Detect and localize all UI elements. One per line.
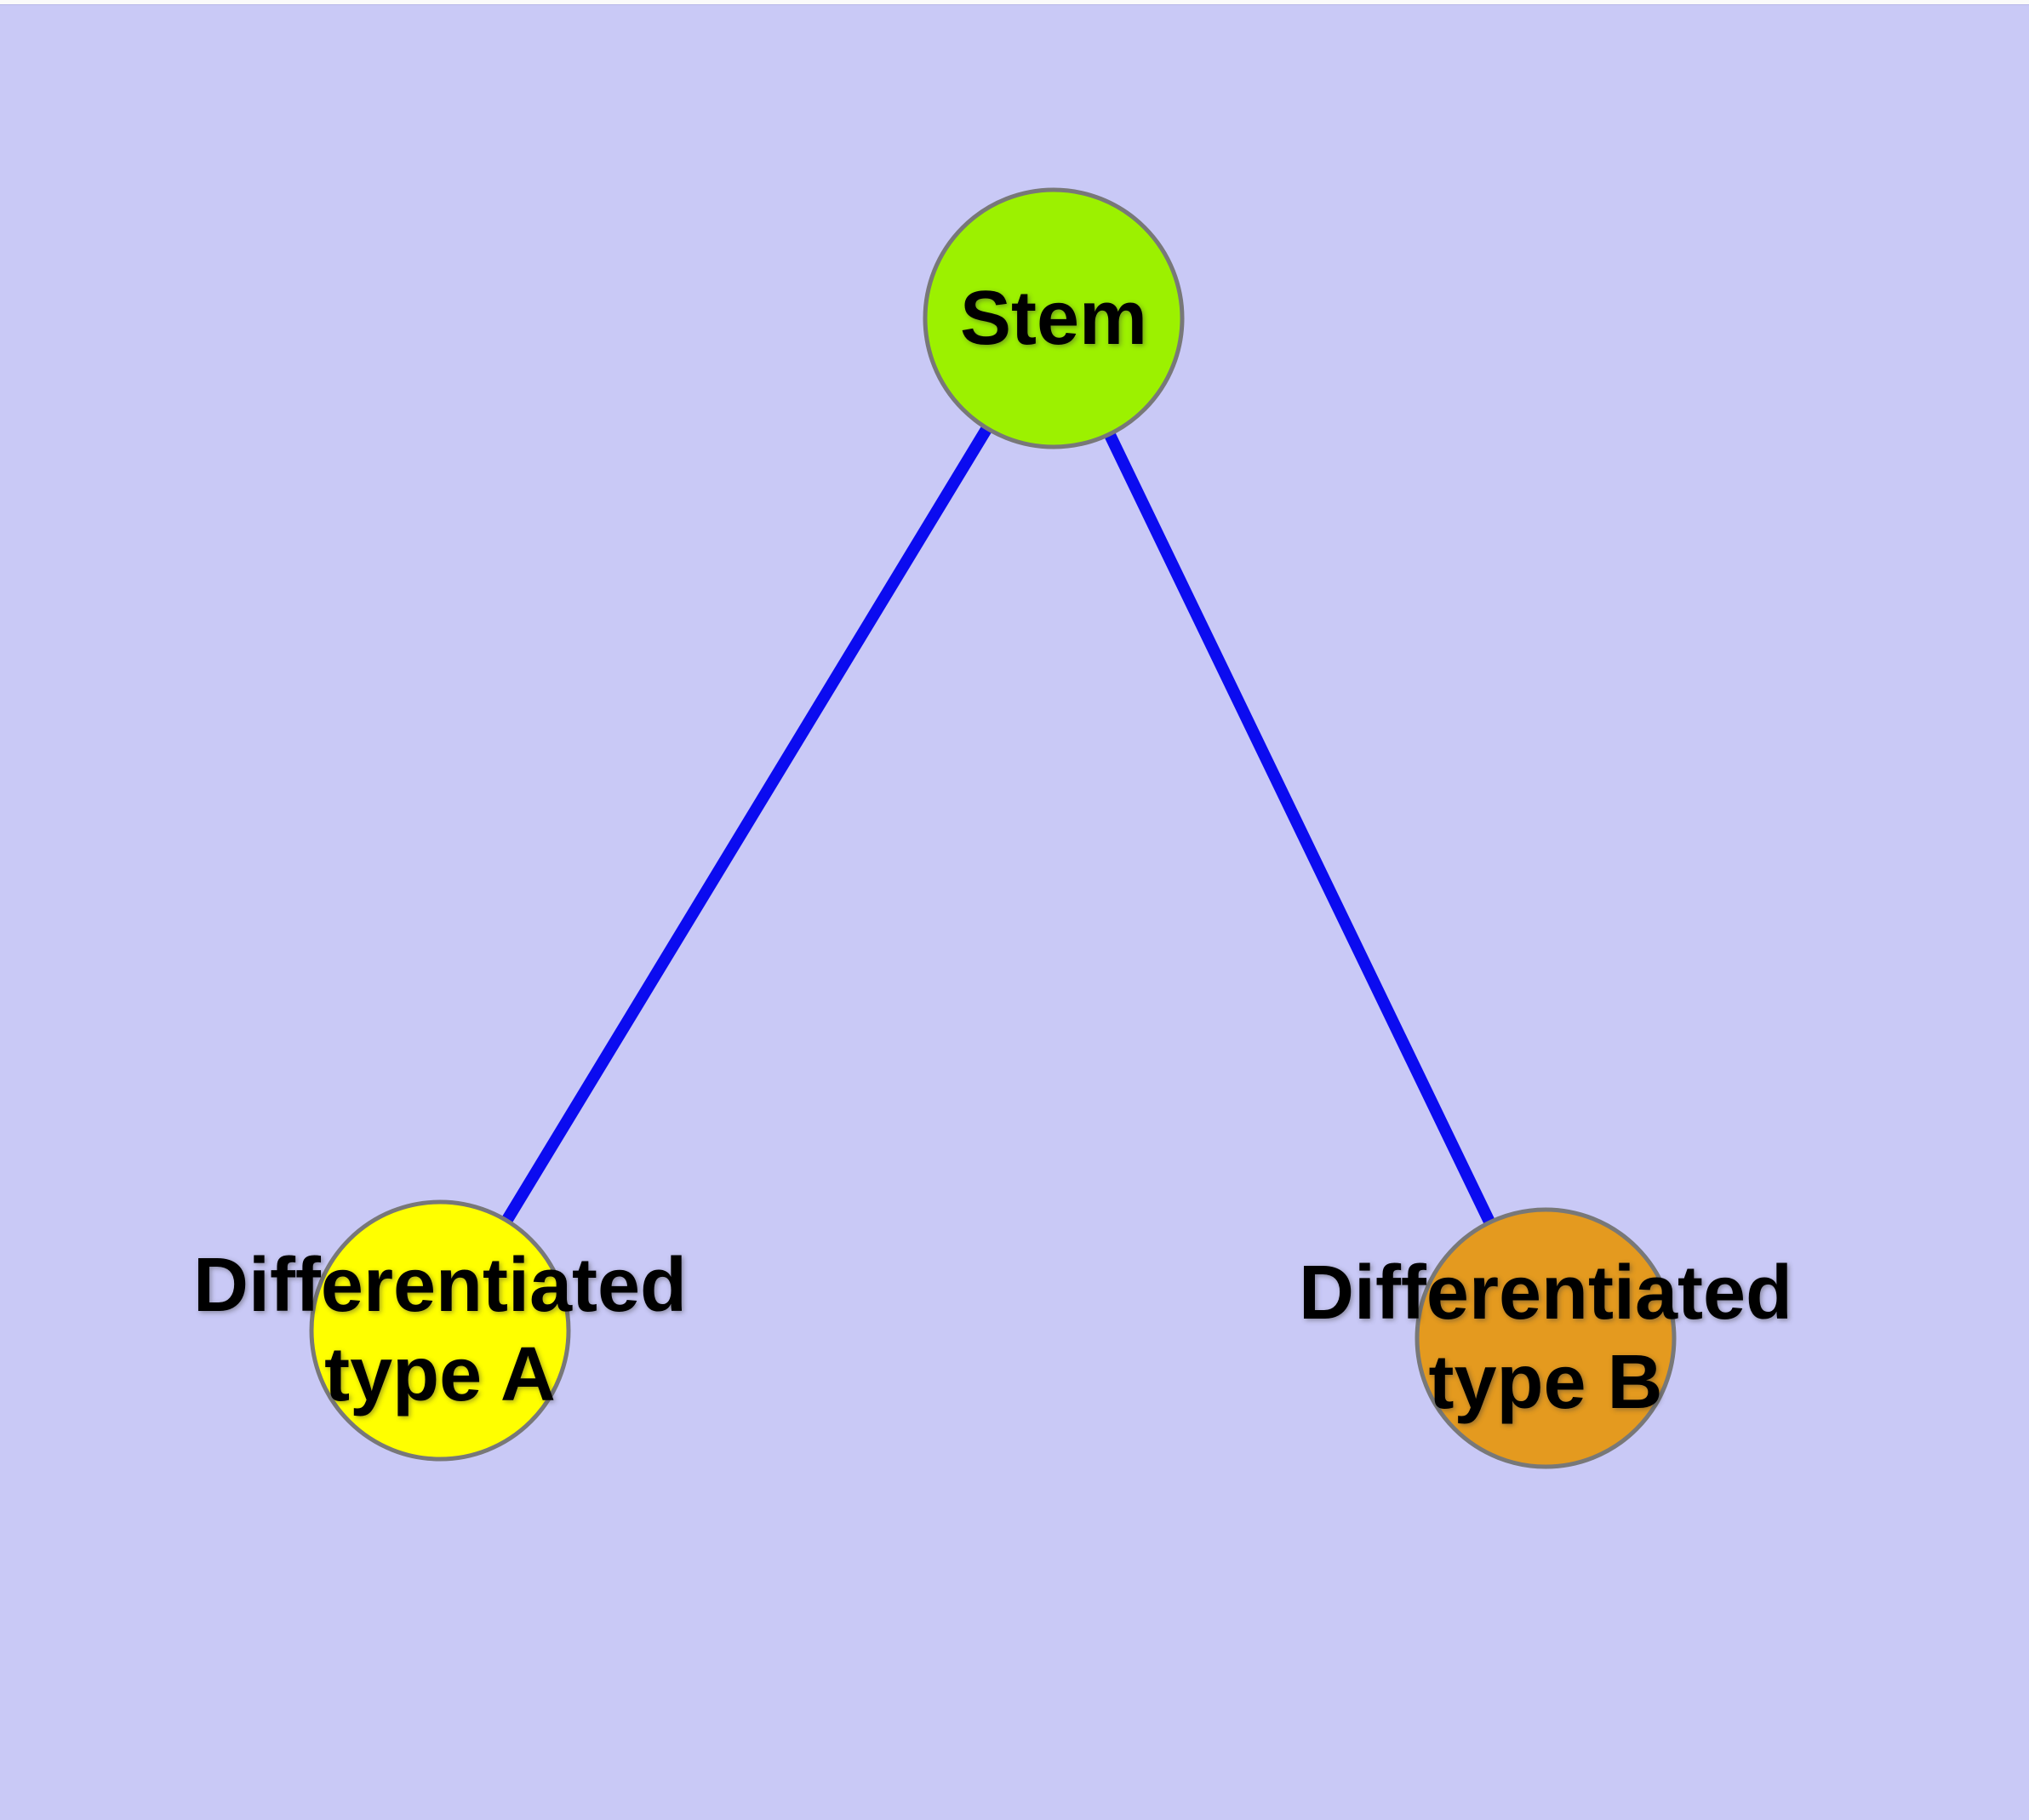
node-type-b-circle[interactable] bbox=[1415, 1207, 1677, 1469]
node-stem-circle[interactable] bbox=[923, 187, 1185, 449]
node-type-a-circle[interactable] bbox=[309, 1199, 571, 1462]
window-top-edge bbox=[0, 0, 2029, 5]
edge-stem-to-type-a[interactable] bbox=[435, 315, 1059, 1334]
edge-stem-to-type-b[interactable] bbox=[1048, 315, 1552, 1342]
